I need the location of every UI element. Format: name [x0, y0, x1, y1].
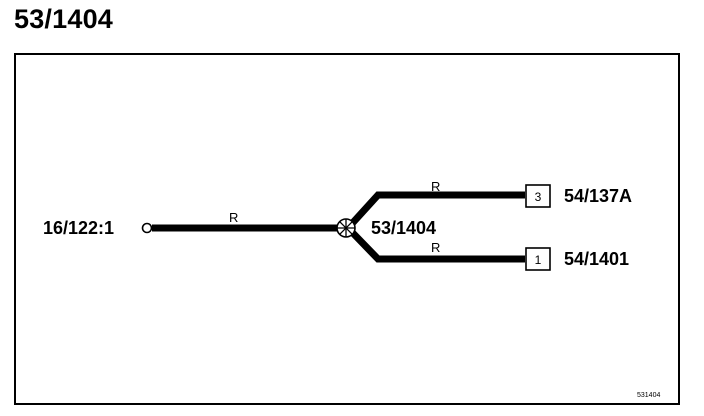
- terminal-pin-number: 1: [535, 253, 542, 267]
- diagram-frame: [14, 53, 680, 405]
- source-terminal-icon: [141, 222, 153, 234]
- lower-wire-color-label: R: [431, 240, 440, 255]
- terminal-box: [525, 184, 551, 208]
- lower-branch-wire: [345, 225, 525, 263]
- page-title: 53/1404: [14, 4, 113, 34]
- source-connector-label: 16/122:1: [43, 218, 114, 238]
- junction-label: 53/1404: [371, 218, 436, 238]
- upper-branch-wire: [345, 191, 525, 231]
- diagram-reference-code: 531404: [637, 392, 660, 399]
- terminal-box: [525, 247, 551, 271]
- terminal-destination-label: 54/1401: [564, 249, 629, 269]
- main-wire-color-label: R: [229, 210, 238, 225]
- upper-wire-color-label: R: [431, 179, 440, 194]
- terminal-pin-number: 3: [535, 190, 542, 204]
- terminal-destination-label: 54/137A: [564, 186, 632, 206]
- splice-junction-icon: [336, 218, 356, 238]
